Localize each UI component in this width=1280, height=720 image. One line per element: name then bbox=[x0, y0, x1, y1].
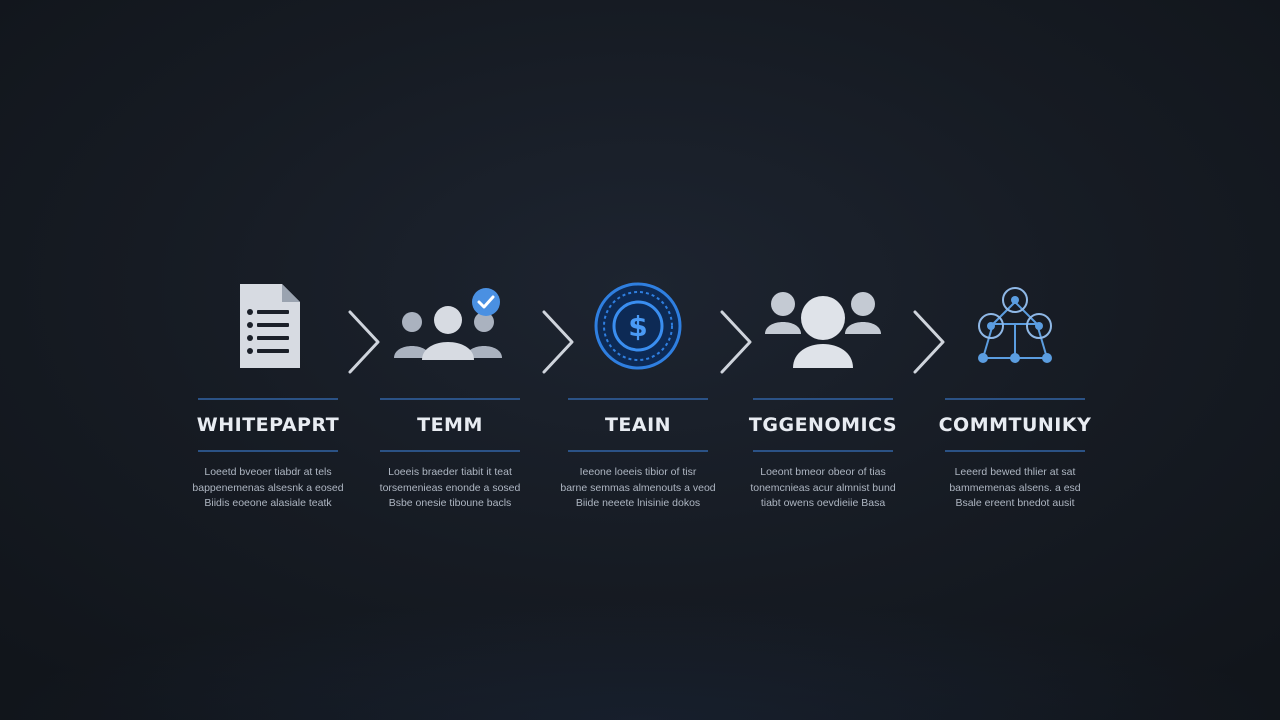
chevron-right-icon bbox=[542, 310, 574, 374]
desc-line: tiabt owens oevdieiie Basa bbox=[760, 497, 886, 509]
step-description: Loeont bmeor obeor of tias tonemcnieas a… bbox=[738, 465, 908, 512]
step-team: TEMM Loeeis braeder tiabit it teat torse… bbox=[365, 278, 535, 518]
desc-line: Loeeis braeder tiabit it teat bbox=[388, 466, 512, 478]
svg-text:$: $ bbox=[628, 310, 647, 343]
step-title: WHITEPAPRT bbox=[196, 414, 340, 436]
desc-line: Ieeone loeeis tibior of tisr bbox=[579, 466, 697, 478]
chevron-right-icon bbox=[720, 310, 752, 374]
step-title: COMMTUNIKY bbox=[938, 414, 1092, 436]
desc-line: Bsale ereent bnedot ausit bbox=[955, 497, 1075, 509]
document-icon bbox=[183, 278, 353, 374]
desc-line: bappenemenas alsesnk a eosed bbox=[192, 481, 344, 494]
desc-line: bammemenas alsens. a esd bbox=[949, 481, 1081, 494]
desc-line: tonemcnieas acur almnist bund bbox=[750, 481, 896, 494]
desc-line: torsemenieas enonde a sosed bbox=[379, 481, 521, 494]
network-icon bbox=[930, 278, 1100, 374]
chevron-right-icon bbox=[913, 310, 945, 374]
desc-line: Loeetd bveoer tiabdr at tels bbox=[204, 466, 332, 478]
rule-top bbox=[198, 398, 338, 400]
rule-bottom bbox=[945, 450, 1085, 452]
coin-icon: $ bbox=[553, 278, 723, 374]
step-whitepaper: WHITEPAPRT Loeetd bveoer tiabdr at tels … bbox=[183, 278, 353, 518]
chevron-right-icon bbox=[348, 310, 380, 374]
step-description: Loeeis braeder tiabit it teat torsemenie… bbox=[365, 465, 535, 512]
rule-bottom bbox=[753, 450, 893, 452]
step-community: COMMTUNIKY Leeerd bewed thlier at sat ba… bbox=[930, 278, 1100, 518]
desc-line: Biidis eoeone alasiale teatk bbox=[204, 497, 332, 509]
community-icon bbox=[738, 278, 908, 374]
desc-line: barne semmas almenouts a veod bbox=[560, 481, 716, 494]
step-description: Loeetd bveoer tiabdr at tels bappenemena… bbox=[183, 465, 353, 512]
rule-top bbox=[568, 398, 708, 400]
step-token: $ TEAIN Ieeone loeeis tibior of tisr bar… bbox=[553, 278, 723, 518]
desc-line: Bsbe onesie tiboune bacls bbox=[388, 497, 512, 509]
rule-bottom bbox=[198, 450, 338, 452]
desc-line: Biide neeete lnisinie dokos bbox=[575, 497, 701, 509]
step-description: Ieeone loeeis tibior of tisr barne semma… bbox=[553, 465, 723, 512]
rule-top bbox=[753, 398, 893, 400]
step-description: Leeerd bewed thlier at sat bammemenas al… bbox=[930, 465, 1100, 512]
rule-bottom bbox=[568, 450, 708, 452]
desc-line: Loeont bmeor obeor of tias bbox=[760, 466, 886, 478]
team-icon bbox=[365, 278, 535, 374]
rule-bottom bbox=[380, 450, 520, 452]
rule-top bbox=[380, 398, 520, 400]
desc-line: Leeerd bewed thlier at sat bbox=[954, 466, 1076, 478]
step-title: TEMM bbox=[417, 414, 483, 436]
step-title: TGGENOMICS bbox=[748, 414, 898, 436]
rule-top bbox=[945, 398, 1085, 400]
step-tokenomics: TGGENOMICS Loeont bmeor obeor of tias to… bbox=[738, 278, 908, 518]
step-title: TEAIN bbox=[604, 414, 672, 436]
